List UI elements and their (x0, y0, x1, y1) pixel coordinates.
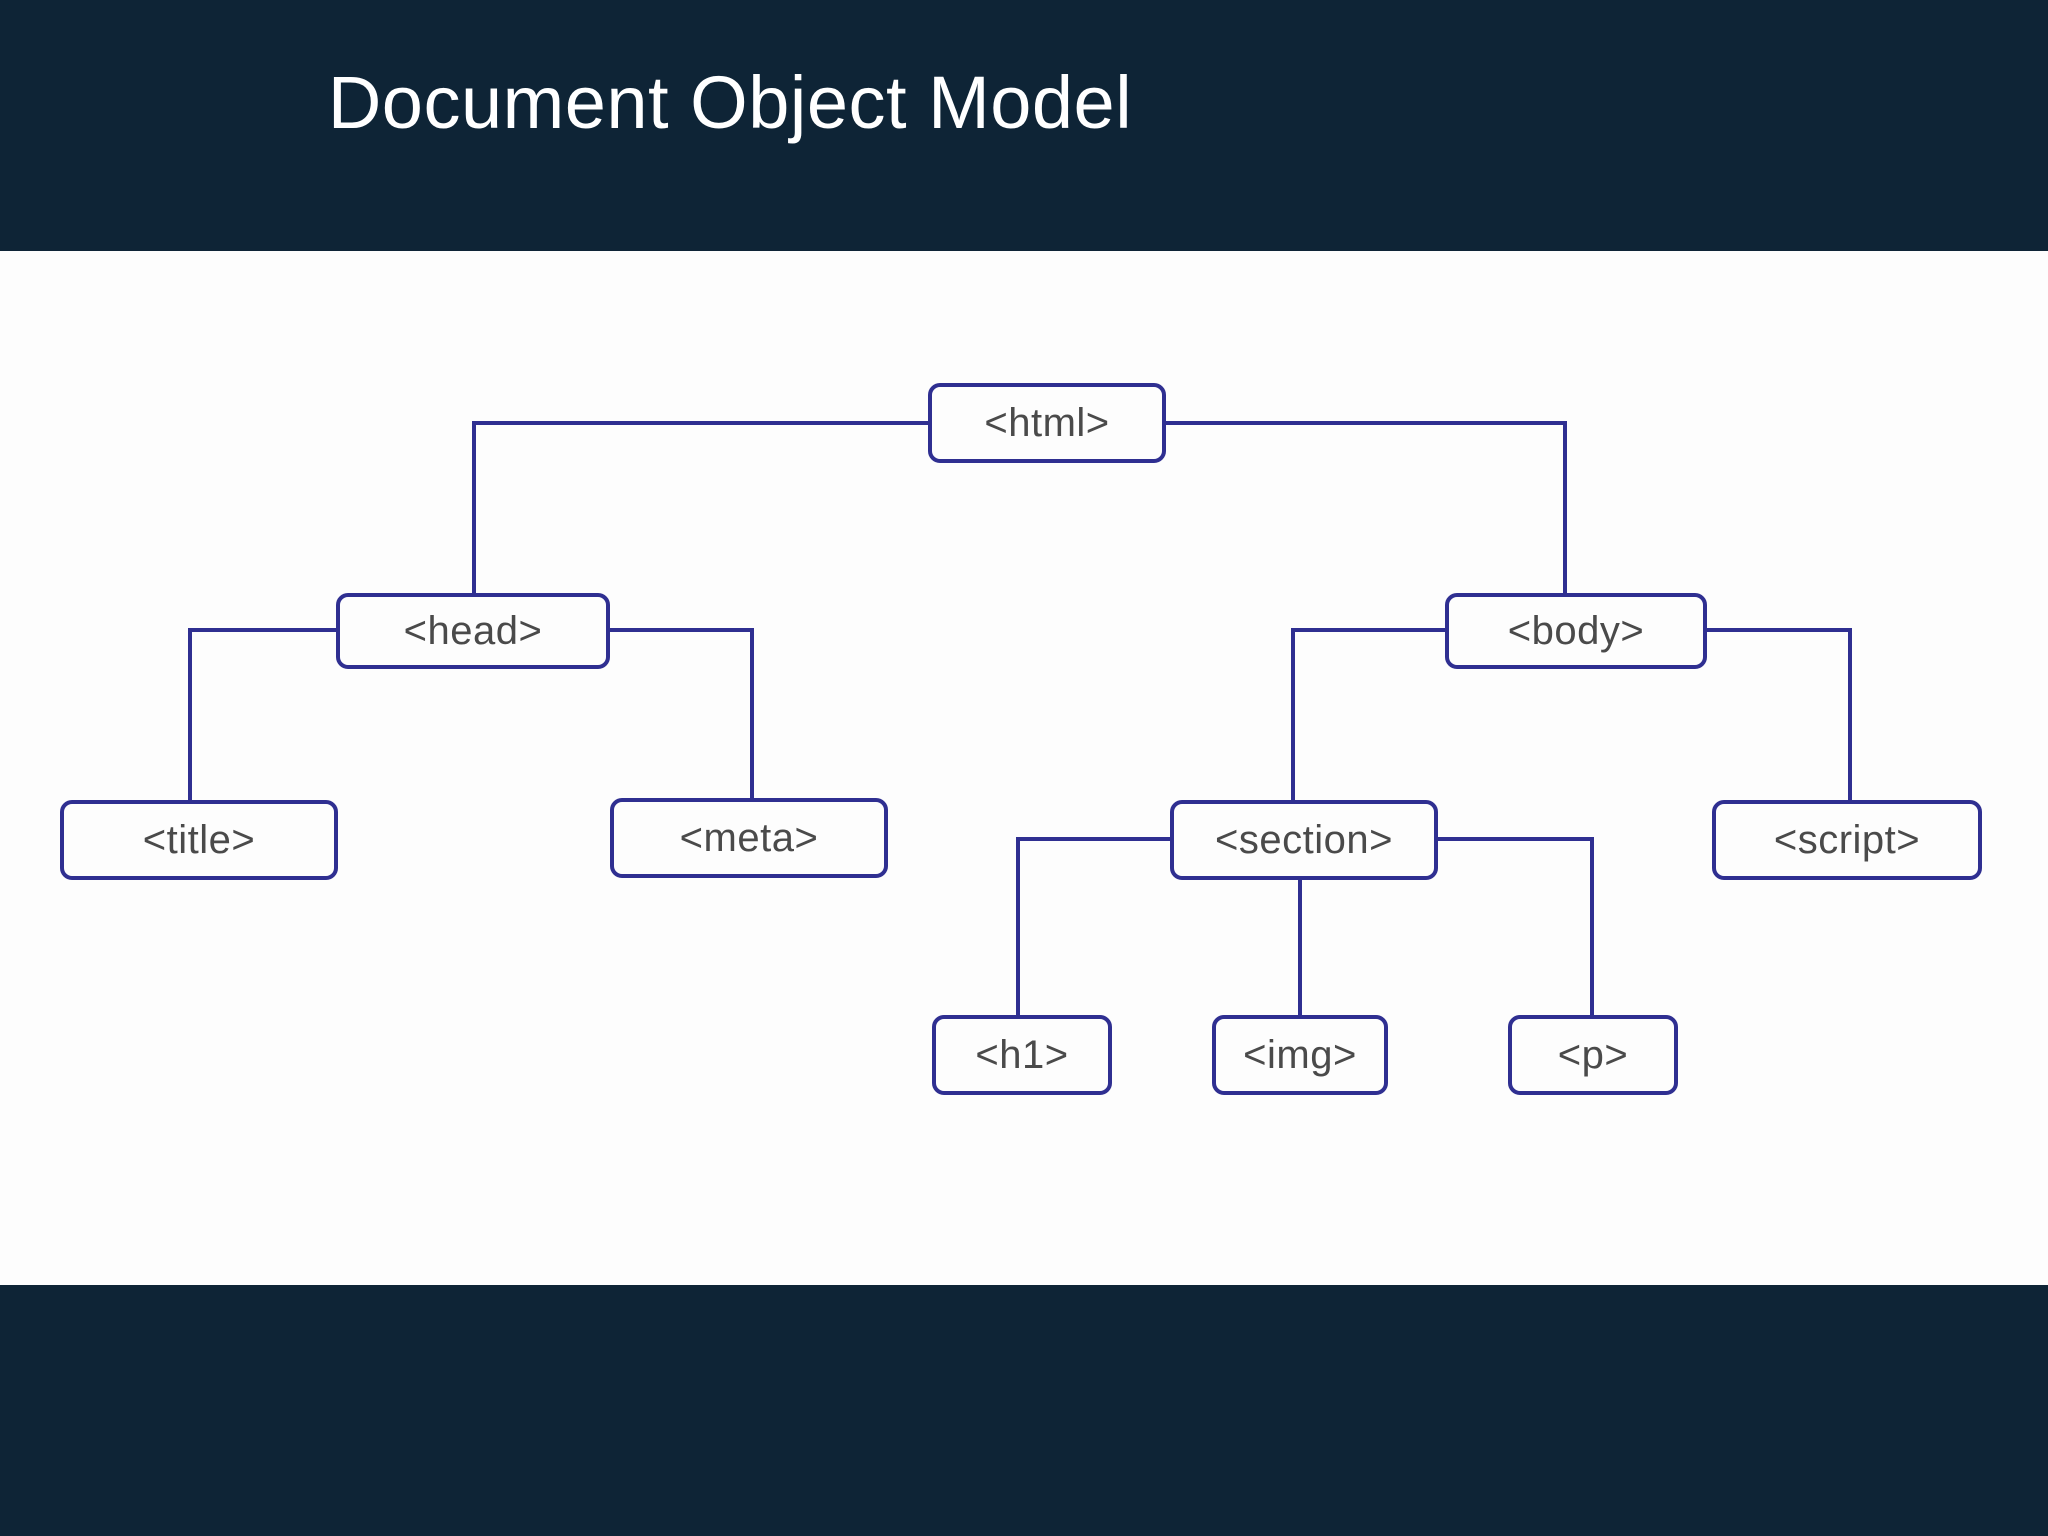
node-script[interactable]: <script> (1712, 800, 1982, 880)
page-title: Document Object Model (327, 61, 1133, 144)
footer-band (0, 1285, 2048, 1536)
node-title[interactable]: <title> (60, 800, 338, 880)
node-section[interactable]: <section> (1170, 800, 1438, 880)
node-head-label: <head> (403, 608, 543, 653)
node-section-label: <section> (1215, 817, 1393, 862)
edge-html-body (1164, 421, 1567, 595)
edge-body-section (1291, 628, 1447, 802)
edge-html-head (472, 421, 930, 595)
node-title-label: <title> (142, 817, 256, 862)
node-meta[interactable]: <meta> (610, 798, 888, 878)
edge-section-h1 (1016, 837, 1172, 1017)
edge-head-title (188, 628, 338, 802)
node-html[interactable]: <html> (928, 383, 1166, 463)
node-img-label: <img> (1243, 1032, 1357, 1077)
edge-section-p (1436, 837, 1594, 1017)
node-script-label: <script> (1773, 817, 1921, 862)
edge-head-meta (608, 628, 754, 800)
node-meta-label: <meta> (679, 815, 819, 860)
node-h1-label: <h1> (975, 1032, 1069, 1077)
node-body[interactable]: <body> (1445, 593, 1707, 669)
node-p-label: <p> (1557, 1032, 1629, 1077)
connector-lines (188, 421, 1852, 1017)
node-img[interactable]: <img> (1212, 1015, 1388, 1095)
node-body-label: <body> (1507, 608, 1645, 653)
header-band: Document Object Model (0, 0, 2048, 251)
node-head[interactable]: <head> (336, 593, 610, 669)
dom-tree-diagram: <html> <head> <body> <title> <meta> <sec… (0, 251, 2048, 1285)
node-h1[interactable]: <h1> (932, 1015, 1112, 1095)
edge-body-script (1703, 628, 1852, 802)
node-html-label: <html> (984, 400, 1110, 445)
node-p[interactable]: <p> (1508, 1015, 1678, 1095)
